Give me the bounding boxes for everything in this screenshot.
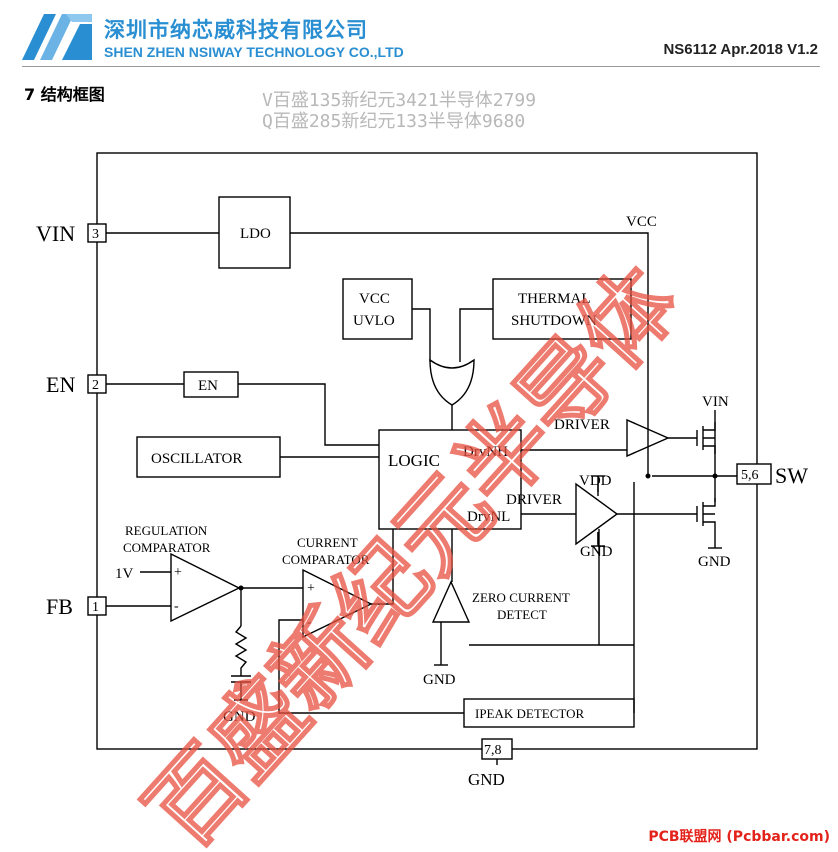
- header-rule: [22, 66, 820, 67]
- pin-sw-box: [736, 463, 772, 485]
- low-side-driver: [575, 482, 619, 546]
- reg-comp-minus: -: [174, 599, 179, 614]
- drvnl-label: DrvNL: [467, 509, 510, 525]
- gnd-rc-label: GND: [223, 709, 256, 725]
- reg-comp-label-2: COMPARATOR: [123, 540, 211, 555]
- pin-gnd-name: GND: [468, 770, 505, 789]
- watermark-line-1: V百盛135新纪元3421半导体2799: [262, 90, 537, 111]
- pin-vin-number: 3: [92, 227, 99, 242]
- cur-comp-minus: -: [307, 615, 312, 630]
- regulation-comparator: [170, 552, 241, 623]
- ldo-label: LDO: [240, 226, 271, 242]
- vcc-uvlo-block: [342, 278, 413, 340]
- current-comparator: [302, 568, 373, 639]
- zero-current-detect-amp: [431, 580, 471, 623]
- pin-sw-name: SW: [775, 463, 808, 488]
- diagonal-watermark: 百盛新纪元半导体: [127, 248, 699, 852]
- vdd-label: VDD: [579, 473, 612, 489]
- thermal-label-2: SHUTDOWN: [511, 313, 597, 329]
- vcc-uvlo-label-1: VCC: [359, 291, 390, 307]
- pin-vin-name: VIN: [36, 221, 75, 246]
- pin-sw-number: 5,6: [741, 468, 759, 483]
- section-title: 7 结构框图: [24, 85, 105, 104]
- en-buffer-label: EN: [198, 378, 218, 394]
- chip-outline: [96, 152, 758, 750]
- reg-comp-plus: +: [174, 565, 182, 580]
- pin-fb-number: 1: [92, 600, 99, 615]
- page-header: 深圳市纳芯威科技有限公司 SHEN ZHEN NSIWAY TECHNOLOGY…: [0, 0, 838, 68]
- company-name-cn: 深圳市纳芯威科技有限公司: [104, 18, 368, 42]
- logic-label: LOGIC: [388, 451, 440, 470]
- driver-high-label: DRIVER: [554, 417, 610, 433]
- pin-fb-name: FB: [46, 594, 73, 619]
- cur-comp-label-1: CURRENT: [297, 535, 358, 550]
- pin-en-name: EN: [46, 372, 75, 397]
- cur-comp-plus: +: [307, 581, 315, 596]
- zero-cur-label-2: DETECT: [497, 607, 547, 622]
- driver-low-label: DRIVER: [506, 492, 562, 508]
- thermal-label-1: THERMAL: [518, 291, 591, 307]
- company-logo: [22, 14, 92, 60]
- document-id: NS6112 Apr.2018 V1.2: [663, 41, 818, 58]
- or-gate: [429, 358, 475, 406]
- ipeak-label: IPEAK DETECTOR: [475, 706, 585, 721]
- vin-fet-label: VIN: [702, 394, 729, 410]
- vcc-label: VCC: [626, 214, 657, 230]
- pin-en-number: 2: [92, 378, 99, 393]
- gnd-fet-label: GND: [698, 554, 731, 570]
- pin-gnd-number: 7,8: [484, 743, 502, 758]
- oscillator-label: OSCILLATOR: [151, 451, 242, 467]
- gnd-driver-label: GND: [580, 544, 613, 560]
- logic-block: [378, 429, 522, 530]
- gnd-zero-label: GND: [423, 672, 456, 688]
- reg-comp-label-1: REGULATION: [125, 523, 208, 538]
- vcc-uvlo-label-2: UVLO: [353, 313, 395, 329]
- drvnh-label: DrvNH: [463, 444, 508, 460]
- cur-comp-label-2: COMPARATOR: [282, 552, 370, 567]
- zero-cur-label-1: ZERO CURRENT: [472, 590, 570, 605]
- company-name-en: SHEN ZHEN NSIWAY TECHNOLOGY CO.,LTD: [104, 44, 404, 60]
- ref-1v-label: 1V: [115, 566, 134, 582]
- watermark-line-2: Q百盛285新纪元133半导体9680: [262, 111, 526, 132]
- footer-source: PCB联盟网 (Pcbbar.com): [648, 829, 830, 845]
